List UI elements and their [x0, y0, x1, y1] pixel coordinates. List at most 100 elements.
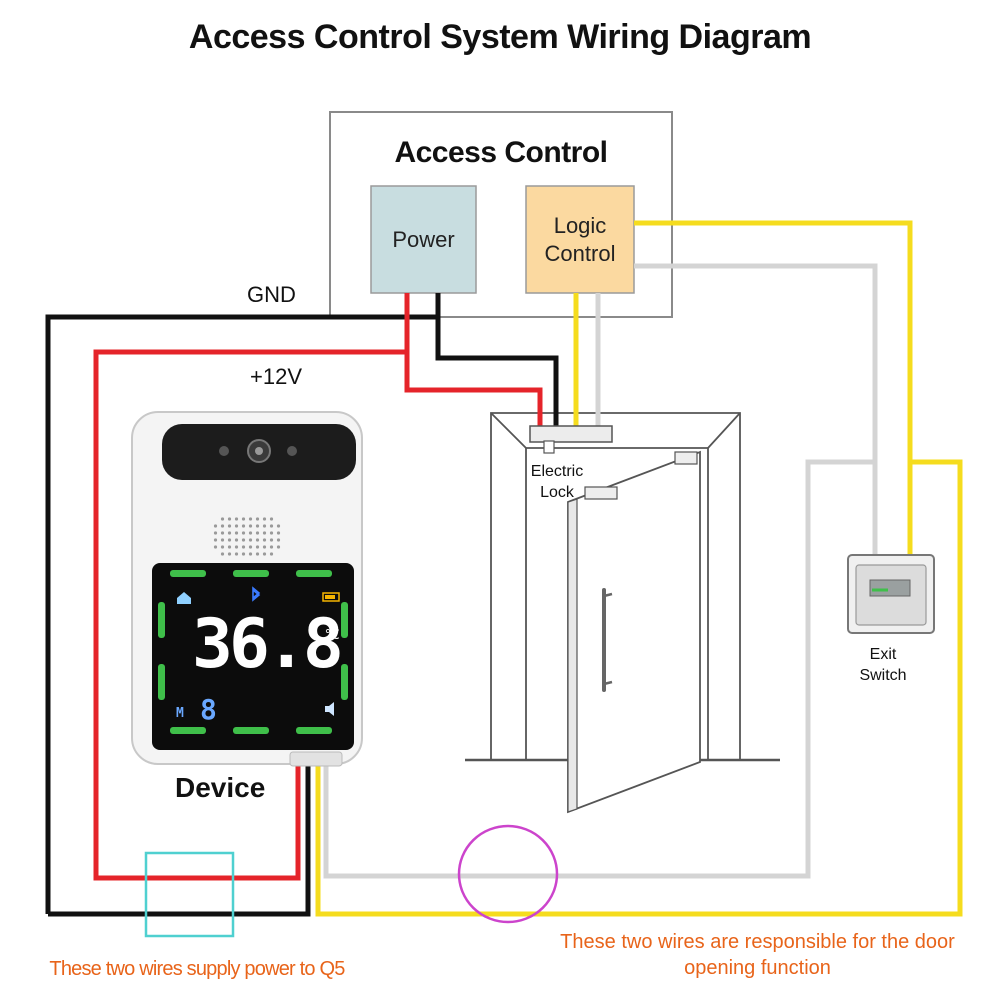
- screen-frame-bar: [233, 570, 269, 577]
- diagram-title: Access Control System Wiring Diagram: [188, 18, 812, 56]
- speaker-grille-dot: [262, 531, 267, 535]
- speaker-grille-dot: [276, 524, 281, 528]
- screen-frame-bar: [170, 570, 206, 577]
- electric-lock: [529, 425, 613, 454]
- speaker-grille-dot: [269, 538, 274, 542]
- speaker-grille-dot: [262, 545, 267, 549]
- speaker-grille-dot: [227, 517, 232, 521]
- speaker-grille-dot: [227, 538, 232, 542]
- logic-control-box: [525, 185, 635, 294]
- speaker-grille-dot: [248, 517, 253, 521]
- speaker-grille-dot: [248, 531, 253, 535]
- speaker-grille-dot: [234, 524, 239, 528]
- speaker-grille-dot: [234, 545, 239, 549]
- speaker-grille-dot: [227, 524, 232, 528]
- screen-frame-bar: [233, 727, 269, 734]
- device-screen: [152, 563, 354, 750]
- logic-control-label: Logic Control: [544, 213, 616, 266]
- screen-frame-bar: [341, 664, 348, 700]
- speaker-grille-dot: [255, 545, 260, 549]
- speaker-grille-dot: [269, 531, 274, 535]
- light-sensor-icon: [287, 446, 297, 456]
- speaker-grille-dot: [248, 538, 253, 542]
- screen-frame-bars: [158, 570, 348, 734]
- speaker-grille-dot: [248, 545, 253, 549]
- speaker-grille-dot: [234, 517, 239, 521]
- temperature-readout: 36.8: [192, 605, 344, 684]
- speaker-grille-dot: [220, 545, 225, 549]
- speaker-grille-dot: [227, 545, 232, 549]
- screen-frame-bar: [170, 727, 206, 734]
- gnd-label: GND: [247, 282, 296, 307]
- speaker-grille-dot: [241, 524, 246, 528]
- speaker-grille-dot: [241, 538, 246, 542]
- home-icon: [177, 592, 191, 604]
- v12-label: +12V: [250, 364, 302, 389]
- speaker-grille-dot: [213, 545, 218, 549]
- screen-frame-bar: [296, 570, 332, 577]
- door-wires-highlight: [457, 824, 559, 924]
- speaker-grille-dot: [269, 545, 274, 549]
- speaker-grille-dot: [220, 517, 225, 521]
- speaker-grille-dot: [255, 552, 260, 556]
- speaker-grille-dot: [234, 538, 239, 542]
- exit-switch-label: Exit Switch: [859, 646, 907, 684]
- temperature-unit: °C: [324, 628, 340, 643]
- speaker-grille-dot: [276, 538, 281, 542]
- speaker-grille-dot: [213, 538, 218, 542]
- speaker-grille-dot: [255, 524, 260, 528]
- speaker-grille-dot: [262, 538, 267, 542]
- access-control-title: Access Control: [394, 136, 608, 169]
- speaker-grille-dot: [213, 524, 218, 528]
- bluetooth-icon: [252, 586, 261, 602]
- speaker-grille: [213, 517, 281, 556]
- screen-frame-bar: [158, 664, 165, 700]
- speaker-grille-dot: [213, 531, 218, 535]
- speaker-grille-dot: [227, 552, 232, 556]
- speaker-grille-dot: [220, 538, 225, 542]
- speaker-grille-dot: [269, 524, 274, 528]
- speaker-grille-dot: [269, 552, 274, 556]
- power-wires-note: These two wires supply power to Q5: [49, 958, 345, 980]
- speaker-grille-dot: [248, 552, 253, 556]
- signal-wire: [315, 220, 963, 917]
- screen-frame-bar: [341, 602, 348, 638]
- speaker-grille-dot: [276, 531, 281, 535]
- speaker-grille-dot: [220, 552, 225, 556]
- device-label: Device: [175, 772, 266, 803]
- speaker-grille-dot: [241, 531, 246, 535]
- screen-frame-bar: [296, 727, 332, 734]
- power-box-label: Power: [392, 226, 455, 252]
- count-readout: 8: [200, 693, 217, 726]
- electric-lock-label: Electric Lock: [530, 463, 584, 501]
- speaker-grille-dot: [269, 517, 274, 521]
- speaker-grille-dot: [220, 524, 225, 528]
- speaker-grille-dot: [255, 531, 260, 535]
- speaker-grille-dot: [262, 517, 267, 521]
- speaker-grille-dot: [255, 517, 260, 521]
- speaker-grille-dot: [262, 524, 267, 528]
- speaker-grille-dot: [220, 531, 225, 535]
- speaker-grille-dot: [262, 552, 267, 556]
- thermometer-device: [131, 411, 363, 767]
- speaker-grille-dot: [255, 538, 260, 542]
- speaker-grille-dot: [248, 524, 253, 528]
- power-wires-highlight: [144, 851, 235, 938]
- lock-plate: [584, 486, 618, 500]
- power-box: [370, 185, 477, 294]
- screen-frame-bar: [158, 602, 165, 638]
- door-leaf: [567, 450, 701, 814]
- mode-indicator: M: [176, 706, 184, 721]
- power-12v-wire: [93, 293, 543, 881]
- speaker-grille-dot: [241, 545, 246, 549]
- speaker-grille-dot: [234, 531, 239, 535]
- speaker-grille-dot: [241, 517, 246, 521]
- battery-icon: [322, 592, 340, 602]
- speaker-grille-dot: [227, 531, 232, 535]
- speaker-grille-dot: [276, 545, 281, 549]
- door-wires-note: These two wires are responsible for the …: [560, 931, 955, 979]
- gnd-wire: [45, 293, 559, 917]
- speaker-grille-dot: [234, 552, 239, 556]
